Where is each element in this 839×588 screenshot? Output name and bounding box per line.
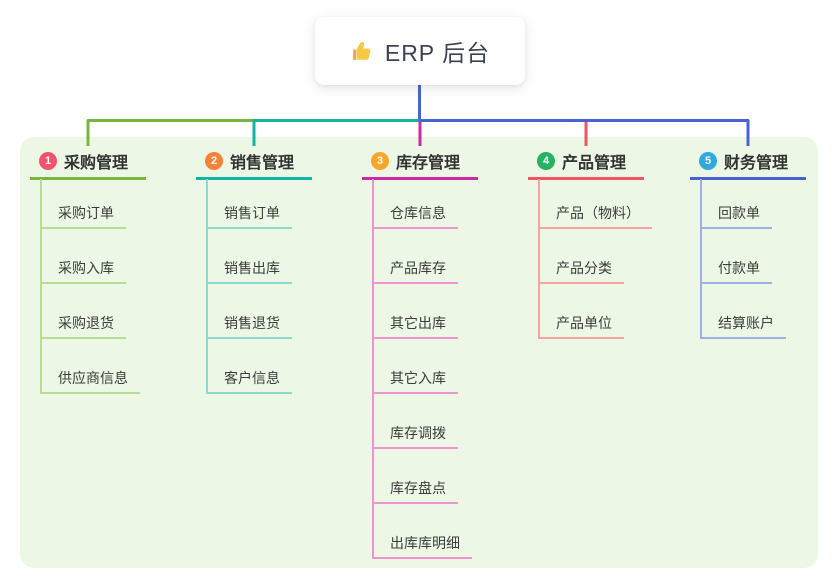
child-node[interactable]: 其它入库 [372, 369, 458, 394]
branch-child-connector [372, 179, 374, 559]
child-node[interactable]: 采购退货 [40, 314, 126, 339]
branch-label: 库存管理 [396, 155, 461, 172]
branch-header-1[interactable]: 1 采购管理 [30, 150, 146, 180]
child-node[interactable]: 销售出库 [206, 259, 292, 284]
branch-number-badge: 3 [371, 152, 389, 170]
child-node[interactable]: 供应商信息 [40, 369, 140, 394]
child-node[interactable]: 销售订单 [206, 204, 292, 229]
child-node[interactable]: 客户信息 [206, 369, 292, 394]
child-node[interactable]: 回款单 [700, 204, 772, 229]
branch-number-badge: 1 [39, 152, 57, 170]
canvas-background [20, 137, 818, 568]
root-node[interactable]: ERP 后台 [315, 17, 525, 85]
branch-label: 采购管理 [64, 155, 129, 172]
child-node[interactable]: 仓库信息 [372, 204, 458, 229]
child-node[interactable]: 产品（物料） [538, 204, 652, 229]
branch-child-connector [538, 179, 540, 339]
child-node[interactable]: 库存调拨 [372, 424, 458, 449]
branch-header-2[interactable]: 2 销售管理 [196, 150, 312, 180]
branch-header-5[interactable]: 5 财务管理 [690, 150, 806, 180]
branch-label: 产品管理 [562, 155, 627, 172]
child-node[interactable]: 付款单 [700, 259, 772, 284]
branch-header-3[interactable]: 3 库存管理 [362, 150, 478, 180]
branch-label: 财务管理 [724, 155, 789, 172]
child-node[interactable]: 采购订单 [40, 204, 126, 229]
child-node[interactable]: 采购入库 [40, 259, 126, 284]
child-node[interactable]: 产品库存 [372, 259, 458, 284]
child-node[interactable]: 产品分类 [538, 259, 624, 284]
child-node[interactable]: 结算账户 [700, 314, 786, 339]
child-node[interactable]: 其它出库 [372, 314, 458, 339]
child-node[interactable]: 出库库明细 [372, 534, 472, 559]
branch-child-connector [206, 179, 208, 394]
child-node[interactable]: 销售退货 [206, 314, 292, 339]
root-title: ERP 后台 [384, 40, 491, 66]
branch-number-badge: 5 [699, 152, 717, 170]
thumbs-up-icon [350, 39, 375, 64]
branch-child-connector [40, 179, 42, 394]
child-node[interactable]: 库存盘点 [372, 479, 458, 504]
branch-child-connector [700, 179, 702, 339]
child-node[interactable]: 产品单位 [538, 314, 624, 339]
branch-number-badge: 4 [537, 152, 555, 170]
branch-header-4[interactable]: 4 产品管理 [528, 150, 644, 180]
branch-number-badge: 2 [205, 152, 223, 170]
branch-label: 销售管理 [230, 155, 295, 172]
